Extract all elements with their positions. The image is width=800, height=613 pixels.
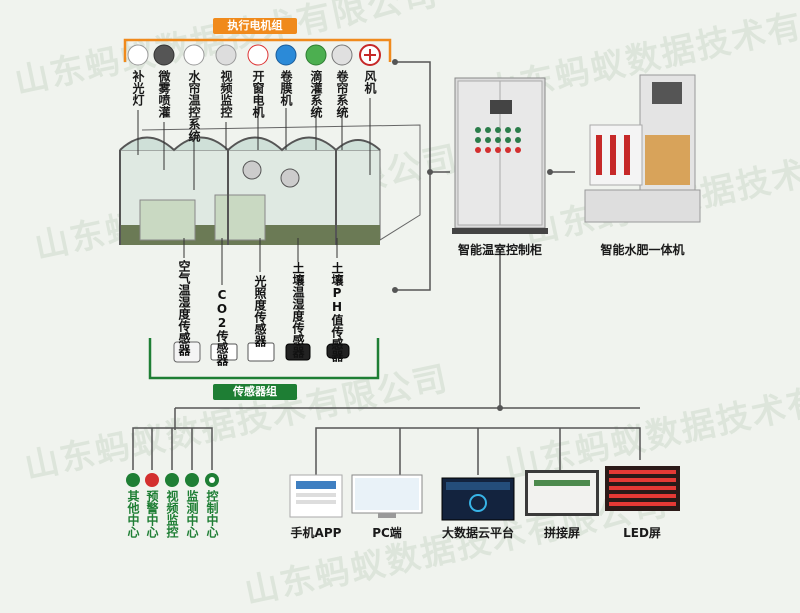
output-label: LED屏	[623, 526, 661, 540]
center-label: 控制中心	[205, 490, 219, 538]
sensor-devices	[173, 341, 350, 363]
sensor-label: 光照度传感器	[253, 275, 267, 347]
actuator-icons	[127, 44, 381, 66]
output-label: 大数据云平台	[441, 526, 514, 540]
output-label: 拼接屏	[543, 526, 580, 540]
center-label: 视频监控	[165, 490, 179, 538]
sensor-label: 土壤温湿度传感器	[291, 262, 305, 358]
center-label: 预警中心	[145, 490, 159, 538]
actuator-group-title: 执行电机组	[213, 18, 297, 34]
greenhouse-illustration	[119, 124, 421, 245]
center-icons	[126, 473, 219, 487]
actuator-label: 开窗电机	[251, 70, 265, 118]
actuator-label: 水帘温控系统	[187, 70, 201, 142]
actuator-label: 卷帘系统	[335, 70, 349, 118]
diagram-graphics	[119, 38, 701, 521]
fertigation-machine	[584, 74, 701, 223]
actuator-label: 视频监控	[219, 70, 233, 118]
actuator-label: 微雾喷灌	[157, 70, 171, 118]
control-cabinet-label: 智能温室控制柜	[457, 243, 542, 257]
output-devices	[289, 466, 680, 521]
sensor-group-title: 传感器组	[213, 384, 297, 400]
output-label: PC端	[372, 526, 402, 540]
sensor-label: 空气温湿度传感器	[177, 260, 191, 356]
fertigation-machine-label: 智能水肥一体机	[600, 243, 685, 257]
sensor-label: 土壤PH值传感器	[330, 262, 344, 362]
control-cabinet	[452, 77, 548, 234]
actuator-label: 卷膜机	[279, 70, 293, 106]
actuator-label: 风机	[363, 70, 377, 94]
actuator-label: 补光灯	[131, 70, 145, 106]
actuator-label: 滴灌系统	[309, 70, 323, 118]
sensor-label: CO2传感器	[215, 288, 229, 366]
output-label: 手机APP	[290, 526, 342, 540]
system-diagram: 山东蚂蚁数据技术有限公司 山东蚂蚁数据技术有限公司 山东蚂蚁数据技术有限公司 山…	[11, 0, 800, 612]
center-label: 监测中心	[185, 490, 199, 538]
center-label: 其他中心	[126, 490, 140, 538]
